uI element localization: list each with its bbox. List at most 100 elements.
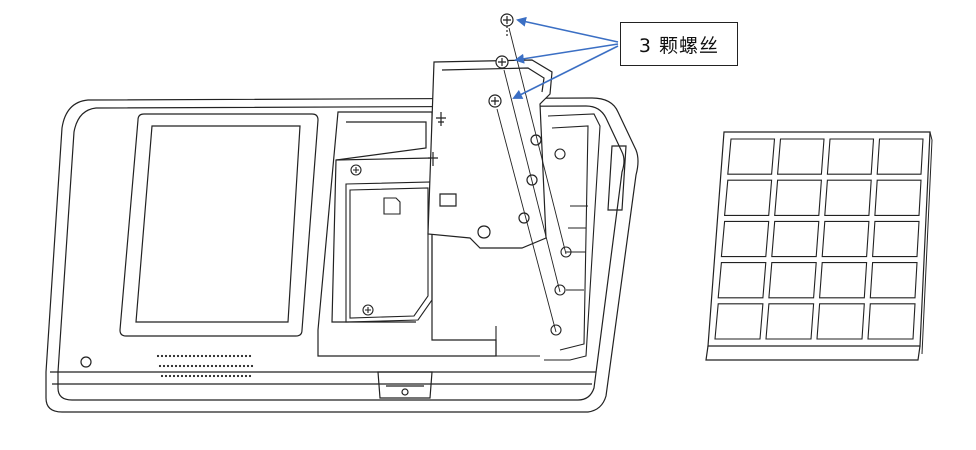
grille-dot bbox=[240, 354, 244, 358]
grille-dot bbox=[196, 354, 200, 358]
grille-dot bbox=[212, 354, 216, 358]
keypad-key bbox=[821, 220, 870, 258]
grille-dot bbox=[240, 374, 244, 378]
grille-dot bbox=[216, 354, 220, 358]
grille-dot bbox=[208, 374, 212, 378]
keypad-key bbox=[869, 262, 918, 299]
grille-dot bbox=[160, 374, 164, 378]
grille-dot bbox=[180, 374, 184, 378]
grille-dot bbox=[184, 374, 188, 378]
grille-dot bbox=[222, 364, 226, 368]
grille-dot bbox=[224, 354, 228, 358]
grille-dot bbox=[248, 354, 252, 358]
grille-dot bbox=[180, 354, 184, 358]
grille-dot bbox=[220, 354, 224, 358]
grille-dot bbox=[212, 374, 216, 378]
grille-dot bbox=[204, 354, 208, 358]
keypad-key bbox=[717, 262, 767, 299]
keypad-key bbox=[876, 138, 924, 175]
grille-dot bbox=[232, 374, 236, 378]
grille-dot bbox=[200, 354, 204, 358]
grille-dot bbox=[246, 364, 250, 368]
grille-dot bbox=[162, 364, 166, 368]
grille-dot bbox=[172, 374, 176, 378]
grille-dot bbox=[198, 364, 202, 368]
grille-dot bbox=[178, 364, 182, 368]
grille-dot bbox=[236, 374, 240, 378]
screw-3-icon bbox=[488, 94, 502, 108]
grille-dot bbox=[190, 364, 194, 368]
grille-dot bbox=[168, 354, 172, 358]
grille-dot bbox=[182, 364, 186, 368]
callout-arrows bbox=[512, 16, 619, 99]
keypad-key bbox=[723, 179, 773, 216]
keypad-key bbox=[727, 138, 776, 175]
grille-dot bbox=[188, 374, 192, 378]
internal-frame bbox=[495, 113, 601, 361]
keypad-key bbox=[765, 303, 815, 340]
keypad-key bbox=[774, 179, 822, 216]
grille-dot bbox=[218, 364, 222, 368]
grille-dot bbox=[230, 364, 234, 368]
keypad-key bbox=[816, 303, 865, 340]
grille-dot bbox=[220, 374, 224, 378]
grille-dot bbox=[214, 364, 218, 368]
device-housing bbox=[45, 97, 639, 413]
grille-dot bbox=[202, 364, 206, 368]
grille-dot bbox=[176, 374, 180, 378]
screw-1-icon bbox=[500, 13, 514, 36]
grille-dot bbox=[164, 374, 168, 378]
keypad-key bbox=[874, 179, 922, 216]
grille-dot bbox=[158, 364, 162, 368]
grille-dot bbox=[204, 374, 208, 378]
keypad-key bbox=[714, 303, 764, 340]
grille-dot bbox=[168, 374, 172, 378]
grille-dot bbox=[244, 374, 248, 378]
indicator-hole bbox=[80, 356, 92, 368]
grille-dot bbox=[226, 364, 230, 368]
screw-2-icon bbox=[495, 55, 509, 69]
grille-dot bbox=[234, 364, 238, 368]
grille-dot bbox=[186, 364, 190, 368]
keypad bbox=[705, 131, 933, 361]
assembly-guide-lines bbox=[496, 27, 567, 333]
grille-dot bbox=[166, 364, 170, 368]
keypad-key bbox=[826, 138, 875, 175]
grille-dot bbox=[188, 354, 192, 358]
inner-board bbox=[345, 164, 433, 323]
grille-dot bbox=[210, 364, 214, 368]
grille-dot bbox=[160, 354, 164, 358]
grille-dot bbox=[208, 354, 212, 358]
grille-dot bbox=[238, 364, 242, 368]
keypad-key bbox=[771, 220, 820, 258]
grille-dot bbox=[242, 364, 246, 368]
grille-dot bbox=[174, 364, 178, 368]
grille-dot bbox=[194, 364, 198, 368]
grille-dot bbox=[232, 354, 236, 358]
grille-dot bbox=[206, 364, 210, 368]
keypad-key bbox=[720, 220, 770, 258]
grille-dot bbox=[192, 374, 196, 378]
display-window bbox=[119, 113, 319, 337]
grille-dot bbox=[172, 354, 176, 358]
keypad-key bbox=[824, 179, 872, 216]
grille-dot bbox=[224, 374, 228, 378]
speaker-grille bbox=[156, 354, 254, 378]
keypad-key bbox=[777, 138, 825, 175]
grille-dot bbox=[200, 374, 204, 378]
grille-dot bbox=[236, 354, 240, 358]
grille-dot bbox=[216, 374, 220, 378]
keypad-key bbox=[867, 303, 916, 340]
grille-dot bbox=[244, 354, 248, 358]
grille-dot bbox=[228, 374, 232, 378]
grille-dot bbox=[250, 364, 254, 368]
grille-dot bbox=[176, 354, 180, 358]
grille-dot bbox=[184, 354, 188, 358]
screw-count-label: 3 颗螺丝 bbox=[620, 22, 738, 66]
grille-dot bbox=[248, 374, 252, 378]
grille-dot bbox=[192, 354, 196, 358]
keypad-key bbox=[872, 220, 920, 258]
keypad-key bbox=[819, 262, 868, 299]
grille-dot bbox=[164, 354, 168, 358]
